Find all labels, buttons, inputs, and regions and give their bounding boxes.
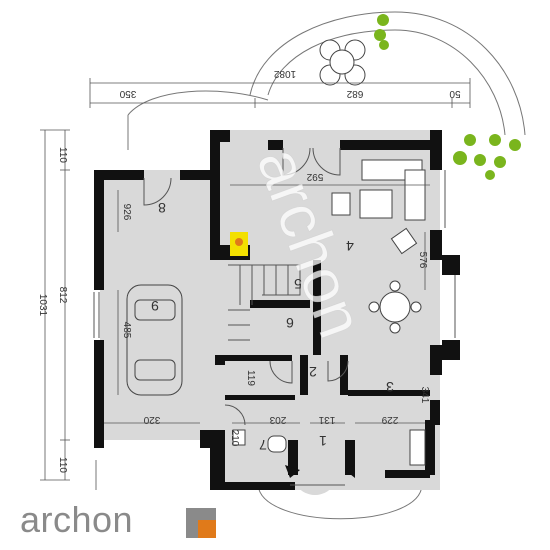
plant-icon (453, 151, 467, 165)
armchair (331, 192, 351, 216)
dim-left-top: 110 (57, 147, 68, 163)
fireplace (230, 232, 248, 256)
room-dimensions: 592 576 926 485 320 119 203 210 131 229 … (121, 171, 430, 447)
plants (374, 14, 521, 180)
plant-icon (377, 14, 389, 26)
dim-top-total: 1082 (273, 68, 296, 79)
car-outline (126, 284, 183, 396)
dim-576: 576 (417, 252, 428, 269)
room-number-7: 7 (259, 437, 267, 453)
dim-320: 320 (143, 414, 160, 425)
chair (390, 227, 418, 255)
plant-icon (489, 134, 501, 146)
doors (143, 147, 349, 426)
coffee-table (359, 189, 393, 219)
archon-square-logo-icon (186, 508, 216, 538)
plant-icon (509, 139, 521, 151)
windows (93, 170, 456, 486)
dim-left-total: 1031 (37, 294, 48, 317)
dimension-lines (40, 78, 471, 481)
dim-131: 131 (318, 414, 335, 425)
dining-table (379, 291, 411, 323)
dim-592: 592 (306, 171, 323, 182)
dim-210: 210 (229, 430, 240, 447)
plant-icon (374, 29, 386, 41)
dim-229: 229 (381, 414, 398, 425)
dim-485: 485 (121, 322, 132, 339)
overall-dimensions: 1082 350 682 50 1031 812 110 110 (37, 68, 461, 473)
dim-926: 926 (121, 204, 132, 221)
plant-icon (485, 170, 495, 180)
plant-icon (379, 40, 389, 50)
furniture (126, 39, 426, 466)
terrace-outline (95, 11, 526, 520)
room-number-1: 1 (319, 433, 327, 449)
dim-203: 203 (269, 414, 286, 425)
stairs (228, 264, 301, 341)
dim-top-mid: 682 (346, 88, 363, 99)
toilet (267, 435, 287, 453)
sink (232, 429, 246, 446)
kitchen-unit (409, 429, 426, 466)
room-number-3: 3 (386, 379, 394, 395)
room-number-2: 2 (309, 364, 317, 380)
room-number-8: 8 (158, 200, 166, 216)
plant-icon (494, 156, 506, 168)
dim-top-right: 50 (449, 88, 461, 99)
archon-logo-text: archon (20, 499, 134, 540)
room-numbers: 1 2 3 4 5 6 7 8 9 (151, 200, 394, 453)
dim-top-left: 350 (119, 88, 136, 99)
dim-left-mid: 812 (57, 287, 68, 304)
room-number-5: 5 (294, 276, 302, 292)
dim-341: 341 (419, 387, 430, 404)
room-number-9: 9 (151, 298, 159, 314)
room-number-6: 6 (286, 315, 294, 331)
plant-icon (464, 134, 476, 146)
dim-119: 119 (245, 370, 256, 386)
dim-left-bottom: 110 (57, 457, 68, 473)
room-number-4: 4 (346, 238, 354, 254)
plant-icon (474, 154, 486, 166)
